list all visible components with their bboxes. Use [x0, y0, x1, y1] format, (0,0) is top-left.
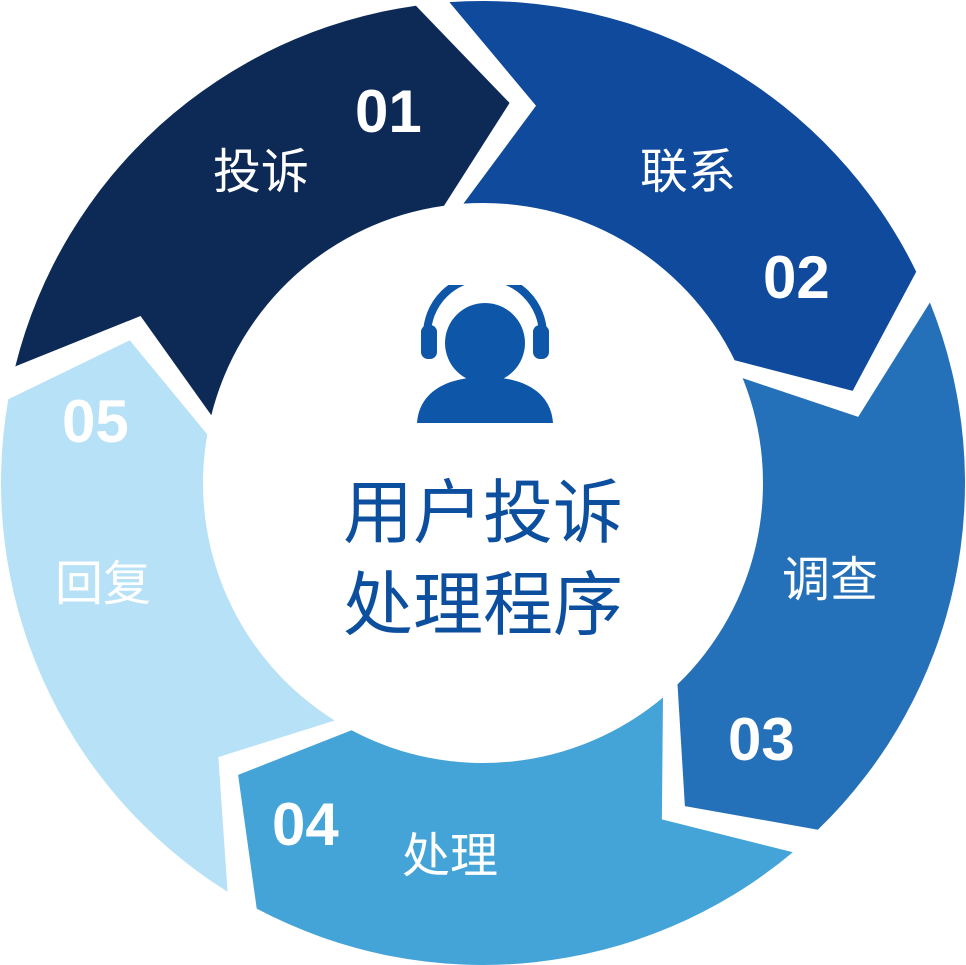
step-5-arrow-segment [0, 340, 335, 892]
step-5-label: 回复 [55, 556, 152, 612]
step-2-label: 联系 [640, 144, 737, 200]
headset-user-icon [417, 285, 553, 423]
step-3-label: 调查 [782, 552, 879, 608]
step-2-number: 02 [763, 244, 830, 311]
step-4-label: 处理 [402, 828, 499, 884]
step-3-arrow-segment [677, 302, 965, 830]
step-2-arrow-segment [449, 1, 917, 391]
center-title-line2: 处理程序 [343, 564, 623, 646]
step-3-number: 03 [728, 706, 795, 773]
step-1-label: 投诉 [213, 144, 310, 200]
center-title-line1: 用户投诉 [343, 472, 623, 554]
step-1-arrow-segment [15, 5, 510, 416]
step-5-number: 05 [62, 388, 129, 455]
step-4-arrow-segment [238, 697, 793, 965]
step-1-number: 01 [355, 78, 422, 145]
step-4-number: 04 [272, 791, 339, 858]
